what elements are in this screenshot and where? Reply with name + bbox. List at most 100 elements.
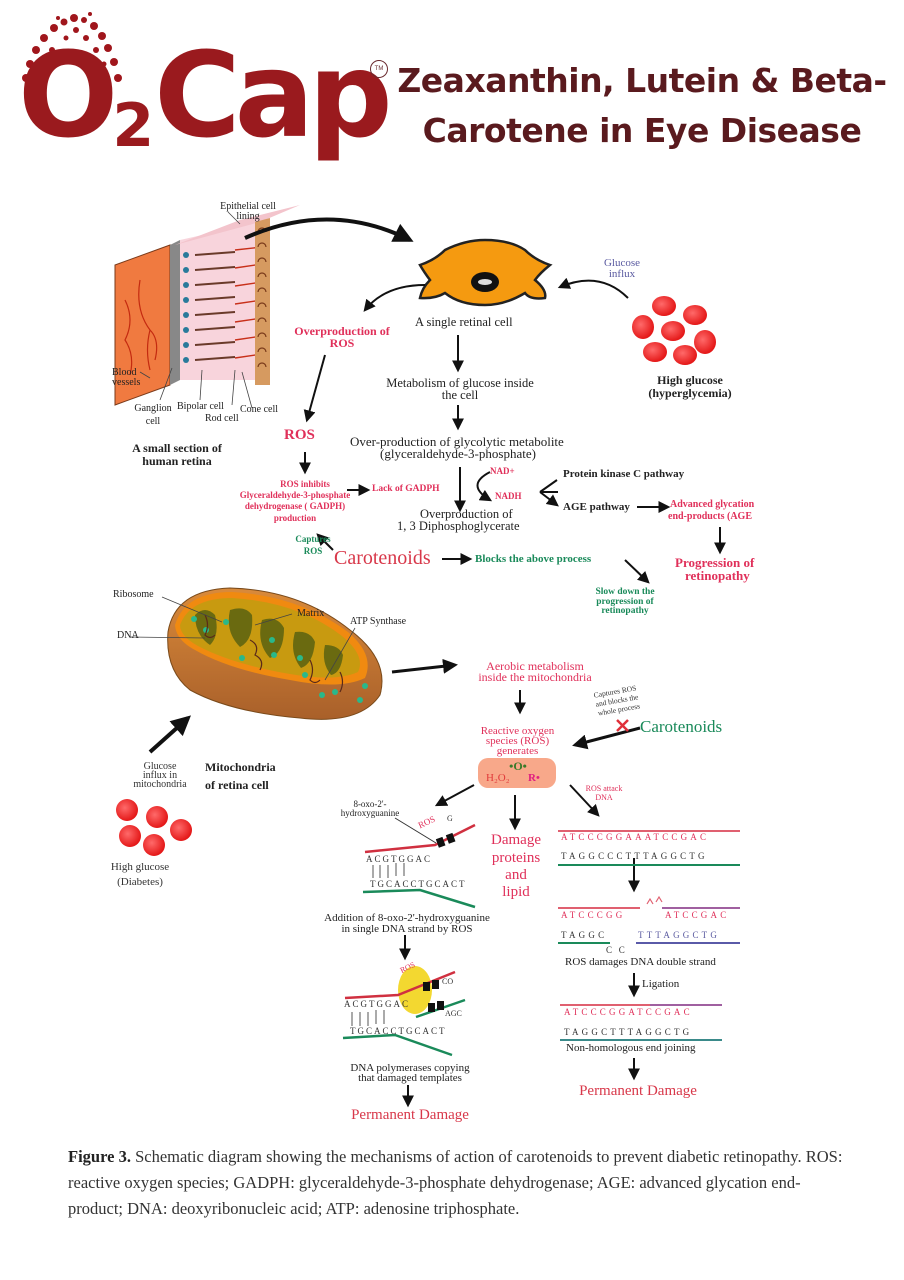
label-mito-influx-1: Glucose [143,761,177,772]
dna-double-bottom-seq: TAGGCCCTTTAGGCTG [561,851,708,861]
dna-single-bottom-seq: TGCACCTGCACT [370,879,467,889]
label-aerobic-2: inside the mitochondria [478,670,592,684]
label-age-products-2: end-products (AGE [668,511,752,522]
mito-title-2: of retina cell [205,778,269,792]
arrow-retina-to-cell [244,217,414,242]
dna-broken-c: C C [606,945,625,955]
header: O2Cap TM Zeaxanthin, Lutein & Beta-Carot… [0,0,904,175]
label-overproduction-ros: Overproduction of ROS [294,324,390,350]
label-ros-inhibits-4: production [273,513,317,523]
label-protein-kinase: Protein kinase C pathway [563,468,685,480]
dna-double-top-seq: ATCCCGGAAATCCGAC [561,832,710,842]
retina-section-title: A small section of human retina [132,441,222,468]
label-glycolytic-2: (glyceraldehyde-3-phosphate) [380,446,536,461]
trademark-icon: TM [370,60,388,78]
label-epithelial: Epithelial cell lining [220,201,276,222]
label-nad-plus: NAD+ [490,466,515,476]
label-age-products-1: Advanced glycation [670,499,755,510]
label-high-glucose: High glucose (hyperglycemia) [648,373,732,400]
label-diabetes-1: High glucose [110,861,170,873]
mito-title-1: Mitochondria [205,760,276,774]
dna-single-top-seq: ACGTGGAC [366,854,433,864]
label-permanent-damage-right: Permanent Damage [579,1083,697,1099]
label-ligation: Ligation [642,978,680,990]
label-nhej: Non-homologous end joining [566,1042,696,1054]
ros-box-oxygen: •O• [509,759,527,773]
logo-cap: Cap [154,26,393,164]
dna-broken-top-left: ATCCCGG [561,910,626,920]
label-mito-influx-2: influx in [142,770,178,781]
label-carotenoids-top: Carotenoids [334,547,431,569]
label-permanent-damage-left: Permanent Damage [351,1107,469,1123]
label-blood-vessels: Blood vessels [112,367,141,388]
label-ros-inhibits-3: dehydrogenase ( GADPH) [244,501,346,511]
label-dpg-2: 1, 3 Diphosphoglycerate [397,519,520,533]
dna-joined-bottom-seq: TAGGCTTTAGGCTG [564,1027,693,1037]
label-dpg-1: Overproduction of [420,507,513,521]
dna-copy-extra: AGC [445,1009,462,1018]
caption-label: Figure 3. [68,1147,131,1166]
high-glucose-cells [632,296,716,365]
label-bipolar: Bipolar cell [177,401,224,412]
label-diabetes-2: (Diabetes) [117,876,163,888]
label-age-pathway: AGE pathway [563,501,630,513]
label-ros-generates-2: species (ROS) [485,735,550,747]
label-ros-attack-2: DNA [595,793,613,802]
label-oxo-1: 8-oxo-2'- [353,799,387,809]
label-slow-down-1: Slow down the [595,587,655,597]
logo-subscript: 2 [112,91,155,161]
bottom-flow-arrows [148,658,641,1108]
label-polymerases-1: DNA polymerases copying [350,1062,470,1074]
label-damage-1: Damage [491,832,541,848]
page-title: Zeaxanthin, Lutein & Beta-Carotene in Ey… [397,61,887,150]
label-addition-1: Addition of 8-oxo-2'-hydroxyguanine [324,912,490,924]
label-mito-influx-3: mitochondria [133,779,187,790]
label-damage-4: lipid [502,884,530,900]
label-lack-gadph: Lack of GADPH [372,484,440,494]
ros-box-radical: R• [528,772,540,784]
label-ros-attack-1: ROS attack [585,784,623,793]
label-g-small: G [447,814,453,823]
diabetes-glucose-cells [116,799,192,856]
label-ros-generates-3: generates [496,745,539,757]
label-glycolytic-1: Over-production of glycolytic metabolite [350,434,564,449]
ros-box [478,758,556,788]
label-slow-down-3: retinopathy [601,606,649,616]
label-glucose-influx: Glucose influx [603,257,641,280]
label-oxo-2: hydroxyguanine [340,808,400,818]
label-ros-inhibits-2: Glyceraldehyde-3-phosphate [239,490,351,500]
label-ros: ROS [284,427,315,443]
label-ros-damages: ROS damages DNA double strand [565,956,716,968]
logo-dots-icon [22,12,122,82]
dna-broken-bottom-right: TTTAGGCTG [638,930,721,940]
label-progression-2: retinopathy [685,568,750,583]
label-damage-3: and [505,867,527,883]
figure-caption: Figure 3. Schematic diagram showing the … [68,1144,848,1222]
label-slow-down-2: progression of [596,597,654,607]
label-nadh: NADH [495,491,522,501]
label-single-retinal-cell: A single retinal cell [415,315,513,329]
caption-text: Schematic diagram showing the mechanisms… [68,1147,843,1218]
blocked-x-icon [616,719,629,732]
dna-double-strand-joined [560,1004,722,1041]
label-captures-ros: Captures ROS [295,534,331,556]
logo-o: O [18,26,118,164]
label-ribosome: Ribosome [113,589,154,600]
label-cone: Cone cell [240,404,279,415]
label-polymerases-2: that damaged templates [358,1072,462,1084]
label-ros-generates-1: Reactive oxygen [480,725,555,737]
dna-double-strand-intact [558,830,740,866]
label-progression-1: Progression of [675,555,755,570]
dna-copy-damage [342,966,466,1057]
label-carotenoids-bottom: Carotenoids [640,717,723,736]
dna-copy-co: CO [442,977,454,986]
dna-broken-top-right: ATCCGAC [665,910,730,920]
retina-section-illustration [114,205,300,409]
label-aerobic-1: Aerobic metabolism [486,659,584,673]
label-metabolism: Metabolism of glucose inside the cell [386,376,534,402]
dna-double-strand-broken [558,895,740,944]
mitochondria-illustration [129,587,383,720]
dna-joined-top-seq: ATCCCGGATCCGAC [564,1007,693,1017]
label-addition-2: in single DNA strand by ROS [341,923,473,935]
